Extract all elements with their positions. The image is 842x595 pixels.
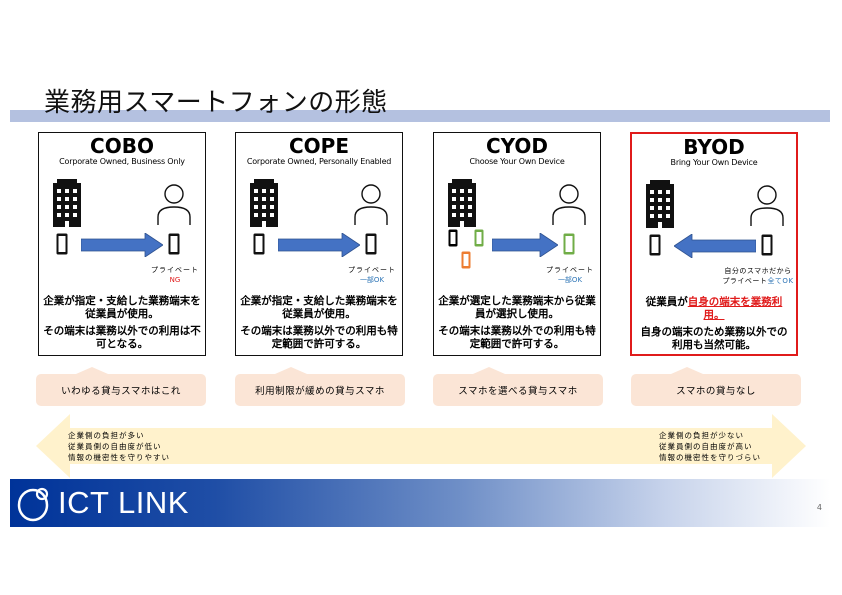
- card-title: COPE: [289, 134, 349, 158]
- card-title: COBO: [90, 134, 154, 158]
- tag-cyod: スマホを選べる貸与スマホ: [433, 367, 603, 406]
- phone-orange-icon: [461, 251, 471, 269]
- card-description: 企業が指定・支給した業務端末を従業員が使用。 その端末は業務以外での利用も特定範…: [240, 295, 398, 355]
- card-title: BYOD: [683, 135, 745, 159]
- phone-icon: [56, 233, 68, 255]
- phone-icon: [253, 233, 265, 255]
- range-right-line: 情報の機密性を守りづらい: [659, 453, 761, 462]
- desc-line-2: 自身の端末のため業務以外での利用も当然可能。: [640, 326, 788, 351]
- office-building-icon: [646, 180, 674, 228]
- page-title: 業務用スマートフォンの形態: [44, 88, 388, 118]
- company-logo: ICT LINK: [16, 483, 189, 523]
- office-building-icon: [250, 179, 278, 227]
- card-subtitle: Bring Your Own Device: [670, 158, 758, 167]
- desc-line-1: 企業が指定・支給した業務端末を従業員が使用。: [43, 295, 201, 320]
- card-description: 企業が選定した業務端末から従業員が選択し使用。 その端末は業務以外での利用も特定…: [438, 295, 596, 355]
- double-arrow-scale: [36, 414, 806, 478]
- card-byod: BYOD Bring Your Own Device 自分のスマホだから プライ…: [630, 132, 798, 356]
- person-icon: [750, 185, 784, 226]
- footer-banner: ICT LINK 4: [10, 479, 830, 527]
- card-cope: COPE Corporate Owned, Personally Enabled…: [235, 132, 403, 356]
- byod-note: 自分のスマホだから プライベート全てOK: [712, 266, 804, 286]
- desc-line-2: その端末は業務以外での利用は不可となる。: [43, 325, 201, 350]
- range-right-line: 企業側の負担が少ない: [659, 431, 744, 440]
- private-label: プライベート: [546, 266, 594, 274]
- card-subtitle: Choose Your Own Device: [469, 157, 565, 166]
- private-status-partial: 一部OK: [557, 276, 583, 284]
- phone-icon: [649, 234, 661, 256]
- person-icon: [552, 184, 586, 225]
- arrow-right-icon: [492, 233, 558, 257]
- private-status-ng: NG: [169, 276, 181, 284]
- card-title: CYOD: [485, 134, 549, 158]
- logo-text: ICT LINK: [58, 485, 189, 520]
- phone-green-icon: [563, 233, 575, 255]
- tag-cope: 利用制限が緩めの貸与スマホ: [235, 367, 405, 406]
- phone-icon: [761, 234, 773, 256]
- card-cobo: COBO Corporate Owned, Business Only プライベ…: [38, 132, 206, 356]
- tag-cobo: いわゆる貸与スマホはこれ: [36, 367, 206, 406]
- card-cyod: CYOD Choose Your Own Device プライベート 一部OK …: [433, 132, 601, 356]
- range-left-text: 企業側の負担が多い 従業員側の自由度が低い 情報の機密性を守りやすい: [68, 430, 170, 463]
- link-ring-icon: [17, 487, 49, 522]
- arrow-right-icon: [81, 233, 163, 257]
- desc-line-1: 企業が選定した業務端末から従業員が選択し使用。: [438, 295, 596, 320]
- page-number: 4: [816, 503, 822, 512]
- card-description: 従業員が自身の端末を業務利用。 自身の端末のため業務以外での利用も当然可能。: [636, 296, 792, 356]
- phone-icon: [365, 233, 377, 255]
- office-building-icon: [448, 179, 476, 227]
- range-right-text: 企業側の負担が少ない 従業員側の自由度が高い 情報の機密性を守りづらい: [659, 430, 761, 463]
- range-left-line: 情報の機密性を守りやすい: [68, 453, 170, 462]
- note-line-1: 自分のスマホだから: [724, 267, 792, 275]
- person-icon: [354, 184, 388, 225]
- phone-icon: [168, 233, 180, 255]
- phone-green-icon: [474, 229, 484, 247]
- arrow-right-icon: [278, 233, 360, 257]
- private-label: プライベート: [348, 266, 396, 274]
- tag-byod: スマホの貸与なし: [631, 367, 801, 406]
- private-status-partial: 一部OK: [359, 276, 385, 284]
- private-status-all: 全てOK: [767, 277, 794, 285]
- desc-highlight: 自身の端末を業務利用。: [687, 296, 783, 321]
- range-left-line: 従業員側の自由度が低い: [68, 442, 162, 451]
- desc-line-1: 企業が指定・支給した業務端末を従業員が使用。: [240, 295, 398, 320]
- range-right-line: 従業員側の自由度が高い: [659, 442, 753, 451]
- title-underline-bar: [10, 110, 830, 122]
- arrow-left-icon: [674, 234, 756, 258]
- desc-prefix: 従業員が: [645, 296, 688, 308]
- desc-line-2: その端末は業務以外での利用も特定範囲で許可する。: [438, 325, 596, 350]
- desc-line-2: その端末は業務以外での利用も特定範囲で許可する。: [240, 325, 398, 350]
- card-description: 企業が指定・支給した業務端末を従業員が使用。 その端末は業務以外での利用は不可と…: [43, 295, 201, 355]
- card-subtitle: Corporate Owned, Personally Enabled: [246, 157, 392, 166]
- person-icon: [157, 184, 191, 225]
- phone-black-icon: [448, 229, 458, 247]
- office-building-icon: [53, 179, 81, 227]
- card-subtitle: Corporate Owned, Business Only: [59, 157, 185, 166]
- note-private-label: プライベート: [722, 277, 768, 285]
- range-left-line: 企業側の負担が多い: [68, 431, 145, 440]
- private-label: プライベート: [151, 266, 199, 274]
